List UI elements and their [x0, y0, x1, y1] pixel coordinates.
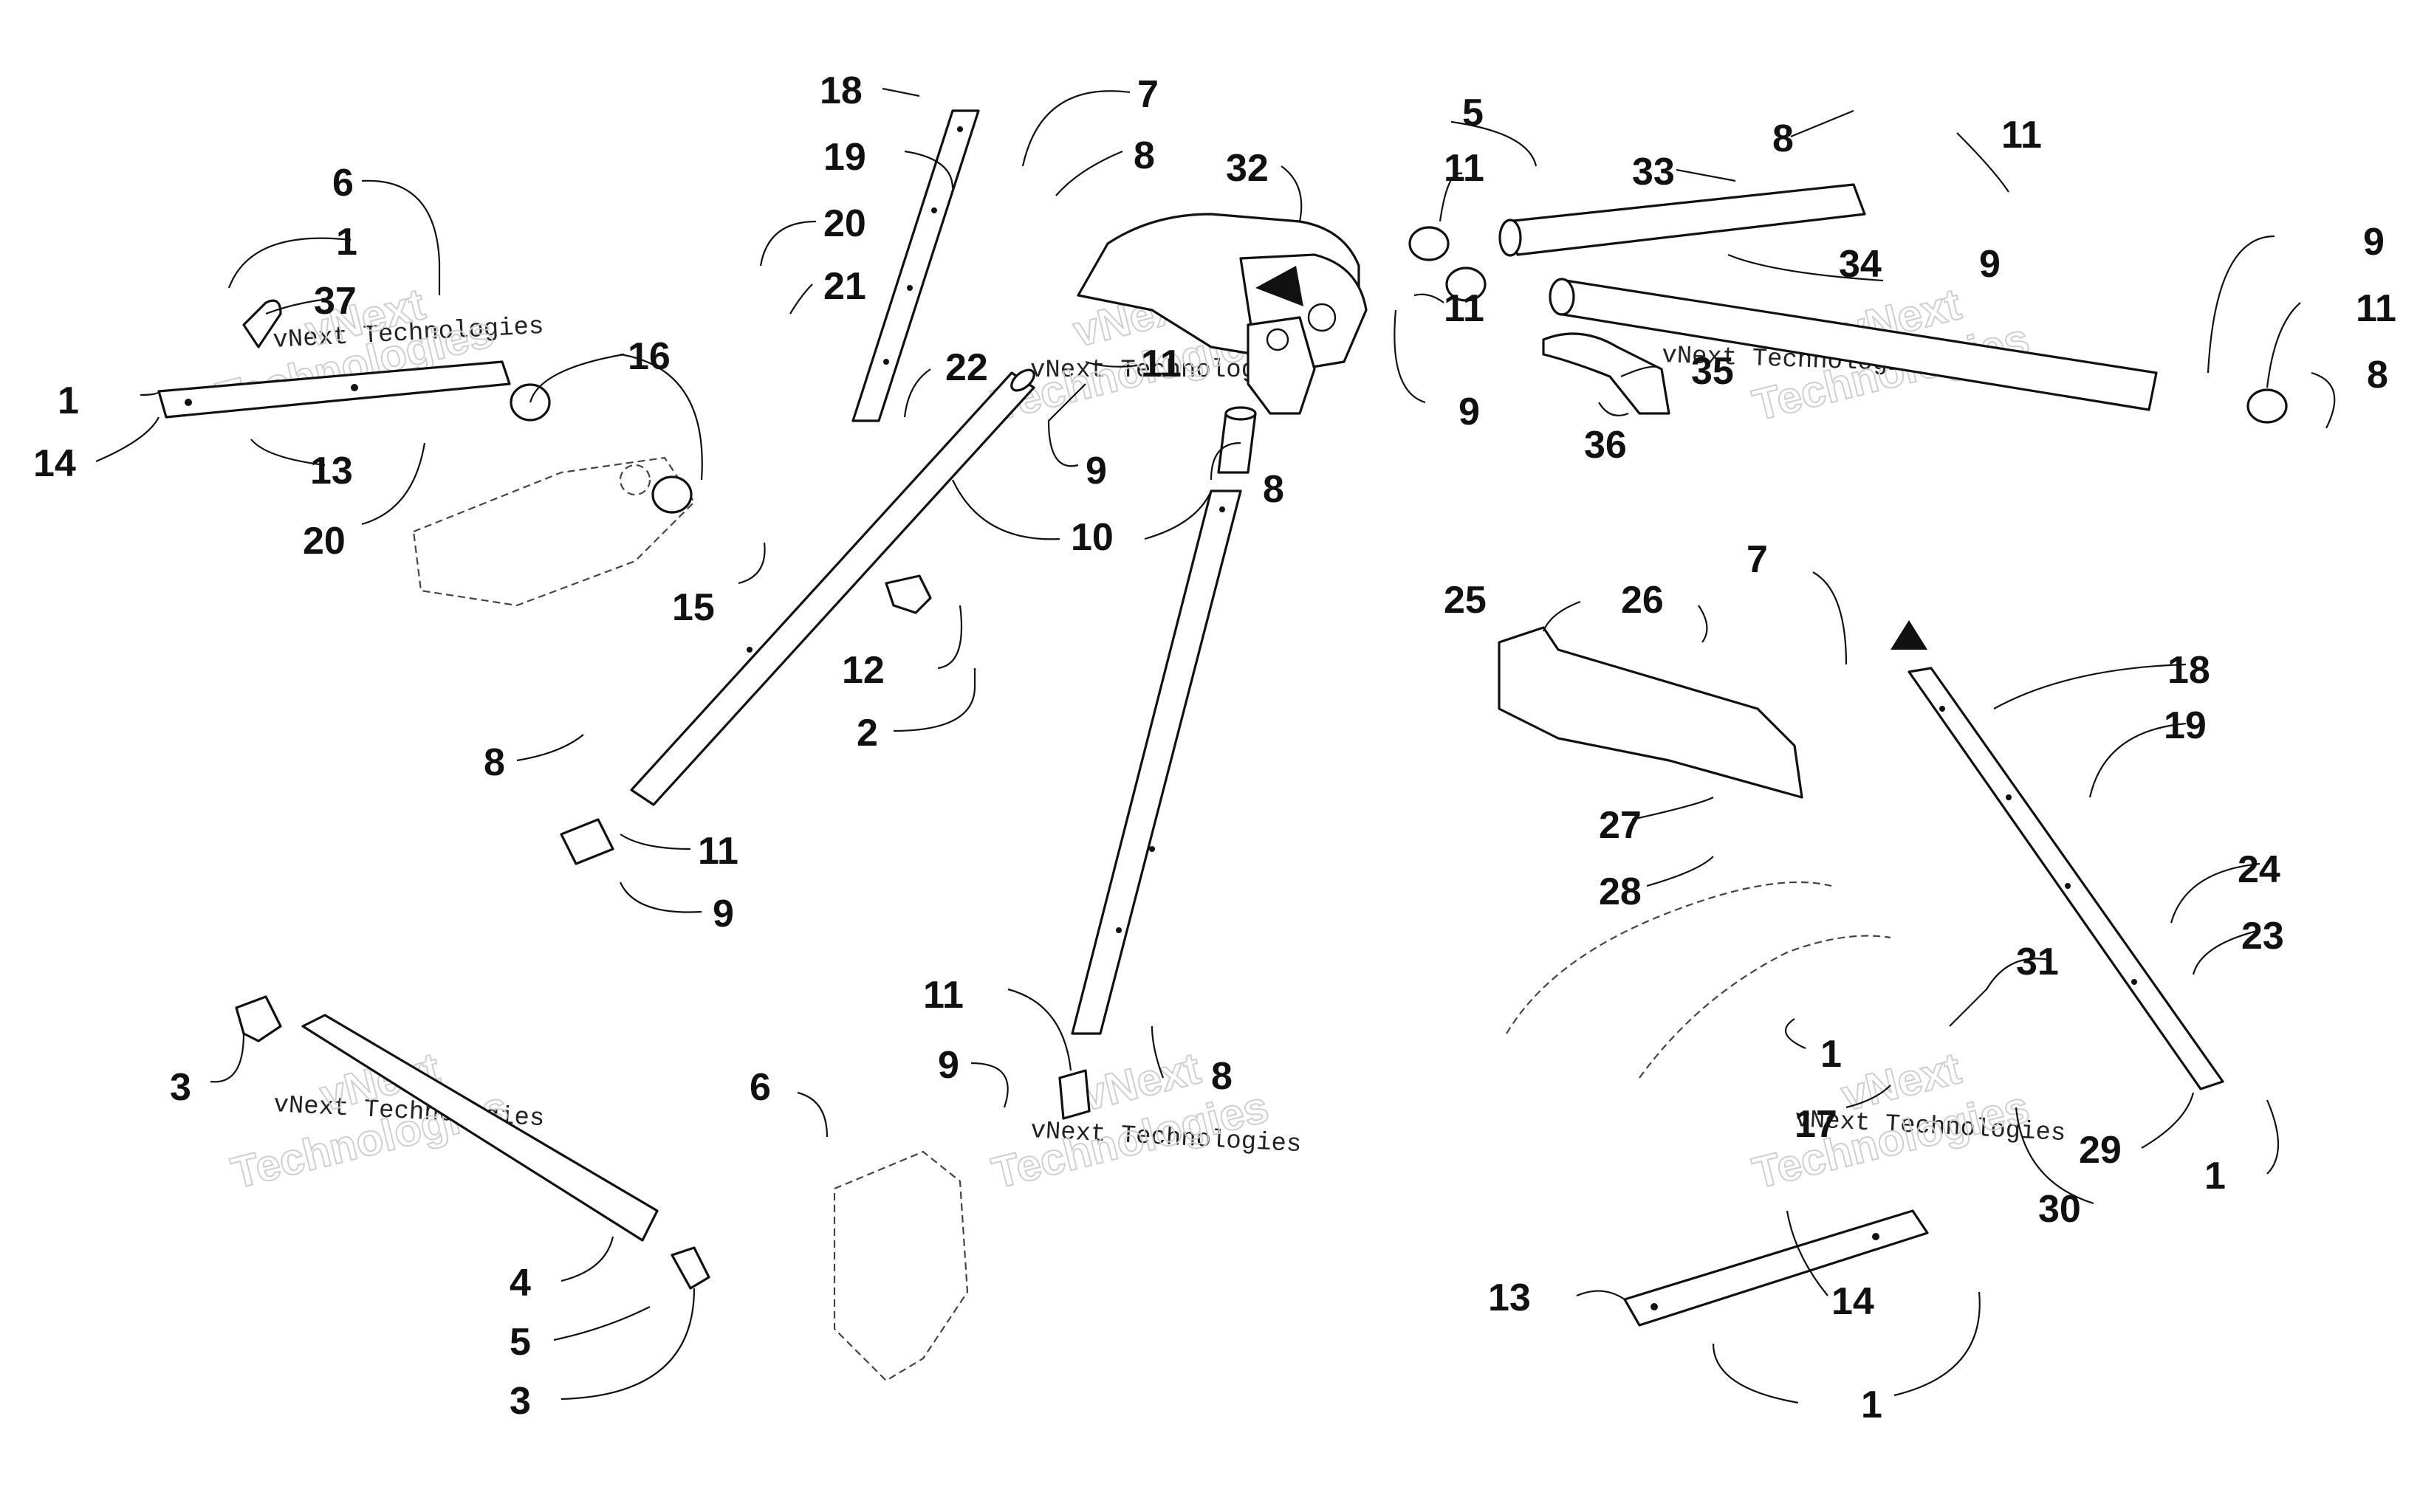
callout-27: 27: [1599, 804, 1642, 847]
callout-6: 6: [750, 1066, 771, 1109]
callout-9: 9: [1979, 243, 2001, 286]
callout-11: 11: [1444, 147, 1484, 190]
callout-18: 18: [820, 69, 863, 112]
callout-8: 8: [1263, 468, 1284, 511]
column-head-part: [1077, 213, 1368, 415]
callout-9: 9: [713, 893, 734, 935]
callout-1: 1: [1820, 1033, 1842, 1076]
vertical-tube-right-part: [1071, 489, 1242, 1035]
callout-7: 7: [1747, 538, 1768, 581]
callout-28: 28: [1599, 870, 1642, 913]
callout-11: 11: [698, 830, 738, 873]
callout-5: 5: [1462, 92, 1484, 134]
lower-tie-rod-part: [1549, 278, 2158, 411]
callout-24: 24: [2238, 848, 2280, 891]
upper-tie-rod-part: [1498, 183, 1866, 257]
callout-9: 9: [2363, 221, 2385, 264]
callout-25: 25: [1444, 579, 1487, 622]
callout-10: 10: [1071, 516, 1114, 559]
callout-5: 5: [510, 1321, 531, 1364]
callout-16: 16: [628, 335, 671, 378]
callout-14: 14: [1831, 1280, 1874, 1323]
callout-19: 19: [823, 136, 866, 179]
callout-36: 36: [1584, 424, 1627, 467]
callout-9: 9: [938, 1044, 959, 1087]
callout-3: 3: [510, 1380, 531, 1423]
callout-8: 8: [2367, 354, 2388, 396]
callout-1: 1: [2204, 1155, 2226, 1197]
callout-1: 1: [1861, 1384, 1882, 1426]
bracket-upper-left-part: [157, 360, 511, 419]
bracket-small-part: [885, 574, 932, 614]
callout-26: 26: [1621, 579, 1664, 622]
vertical-strap-right-part: [1891, 620, 2224, 1090]
callout-20: 20: [823, 202, 866, 245]
callout-3: 3: [170, 1066, 191, 1109]
callout-33: 33: [1632, 151, 1675, 193]
callout-11: 11: [2001, 114, 2042, 157]
hose-assembly-part: [1506, 881, 1891, 1079]
callout-8: 8: [1772, 117, 1794, 160]
callout-13: 13: [1488, 1276, 1531, 1319]
bearing-plate-part: [412, 383, 696, 607]
lower-left-arm-part: [235, 995, 710, 1290]
bracket-lower-right-part: [1623, 1209, 1929, 1327]
callout-8: 8: [1134, 134, 1155, 177]
callout-2: 2: [857, 712, 878, 755]
callout-37: 37: [314, 280, 357, 323]
callout-11: 11: [1444, 287, 1484, 330]
callout-29: 29: [2079, 1129, 2122, 1172]
callout-18: 18: [2167, 649, 2210, 692]
bushing-part: [1408, 226, 1450, 261]
callout-13: 13: [310, 450, 353, 492]
callout-7: 7: [1137, 73, 1159, 116]
callout-11: 11: [1141, 343, 1182, 385]
callout-23: 23: [2241, 915, 2284, 958]
callout-11: 11: [2356, 287, 2396, 330]
bushing-part: [2246, 388, 2288, 424]
callout-1: 1: [58, 379, 79, 422]
clamp-part: [1542, 332, 1670, 415]
callout-9: 9: [1458, 391, 1480, 433]
lower-mount-part: [833, 1150, 969, 1382]
callout-31: 31: [2016, 941, 2059, 983]
callout-22: 22: [945, 346, 988, 389]
leader-lines: [95, 87, 2336, 1404]
callout-14: 14: [33, 442, 76, 485]
callout-labels: 18 7 19 8 32 20 21 22 11 9 8 10 12 2 8 1…: [33, 69, 2396, 1426]
callout-6: 6: [332, 162, 354, 205]
sleeve-part: [1217, 406, 1257, 474]
parts: [157, 109, 2288, 1382]
callout-11: 11: [923, 974, 964, 1017]
callout-35: 35: [1691, 350, 1734, 393]
callout-19: 19: [2164, 704, 2207, 747]
mount-bracket-part: [1498, 626, 1803, 799]
callout-32: 32: [1226, 147, 1269, 190]
callout-30: 30: [2038, 1188, 2081, 1231]
callout-8: 8: [1211, 1055, 1233, 1098]
vertical-strap-left-part: [851, 109, 980, 422]
callout-34: 34: [1839, 243, 1882, 286]
callout-8: 8: [484, 741, 505, 784]
callout-4: 4: [510, 1262, 531, 1305]
callout-15: 15: [672, 586, 715, 629]
callout-21: 21: [823, 265, 866, 308]
bushing-part: [1445, 267, 1487, 302]
callout-20: 20: [303, 520, 346, 563]
diagonal-tube-left-part: [630, 368, 1035, 806]
callout-9: 9: [1086, 450, 1107, 492]
tube-end-fitting-part: [560, 818, 1091, 1120]
callout-1: 1: [336, 221, 357, 264]
callout-17: 17: [1795, 1103, 1837, 1146]
callout-12: 12: [842, 649, 885, 692]
